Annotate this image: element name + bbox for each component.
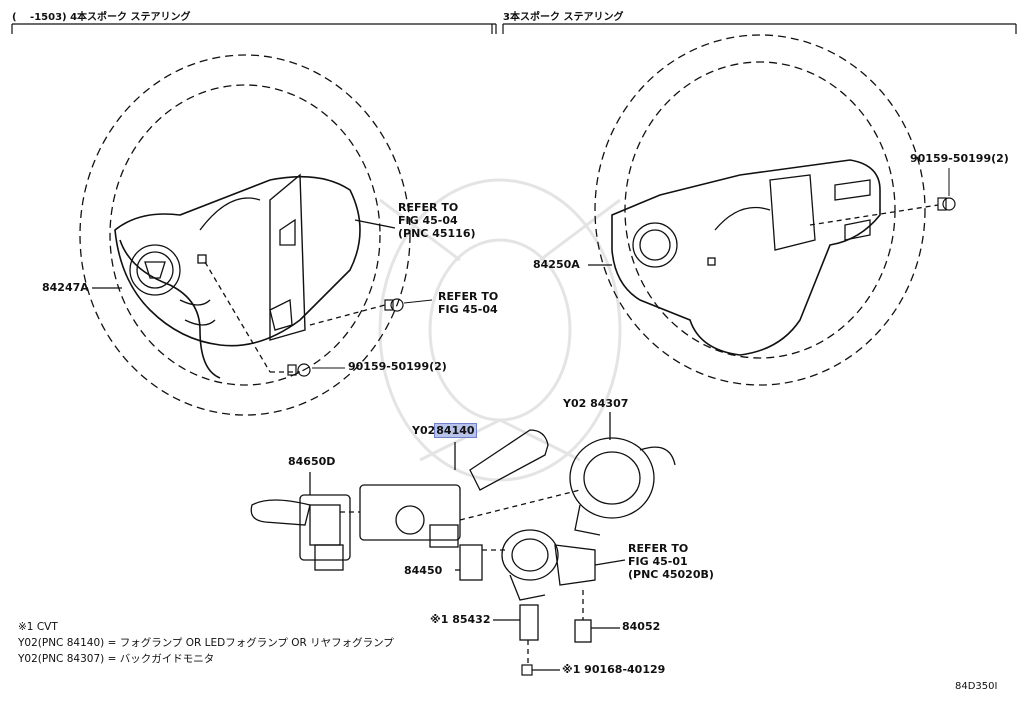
refer-line-3: (PNC 45020B) bbox=[628, 568, 714, 581]
section-bracket-left bbox=[11, 23, 497, 34]
right-steering-wheel bbox=[588, 34, 939, 386]
refer-line-2: FIG 45-04 bbox=[398, 214, 458, 227]
part-label-84140[interactable]: Y0284140 bbox=[412, 423, 477, 438]
refer-line-2: FIG 45-04 bbox=[438, 303, 498, 316]
figure-id: 84D350I bbox=[955, 681, 998, 692]
part-label-85432-number[interactable]: 85432 bbox=[452, 613, 491, 626]
headlamp-switch-lever bbox=[340, 429, 581, 548]
watermark-emblem bbox=[378, 178, 622, 482]
part-label-85432[interactable]: ※1 85432 bbox=[430, 614, 490, 626]
refer-to-fig-45-01[interactable]: REFER TO FIG 45-01 (PNC 45020B) bbox=[628, 542, 714, 581]
part-label-90159-right[interactable]: 90159-50199(2) bbox=[910, 152, 1009, 165]
part-label-84140-number[interactable]: 84140 bbox=[434, 423, 477, 438]
refer-to-fig-45-04-pnc-45116[interactable]: REFER TO FIG 45-04 (PNC 45116) bbox=[398, 201, 476, 240]
wiper-switch-lever bbox=[250, 472, 351, 571]
refer-line-1: REFER TO bbox=[438, 290, 499, 303]
note-cvt: ※1 CVT bbox=[18, 621, 58, 633]
part-label-84247A[interactable]: 84247A bbox=[42, 281, 89, 294]
left-steering-wheel bbox=[79, 54, 411, 416]
part-label-84052[interactable]: 84052 bbox=[622, 620, 661, 633]
part-label-84307[interactable]: Y02 84307 bbox=[563, 397, 629, 410]
part-84052 bbox=[574, 590, 620, 643]
spiral-cable bbox=[569, 412, 676, 536]
refer-line-2: FIG 45-01 bbox=[628, 555, 688, 568]
note-y02-84140: Y02(PNC 84140) = フォグランプ OR LEDフォグランプ OR … bbox=[18, 637, 394, 649]
switch-84450 bbox=[455, 544, 505, 581]
part-label-84450[interactable]: 84450 bbox=[404, 564, 443, 577]
bolt-icon bbox=[937, 197, 956, 211]
steering-column-housing bbox=[501, 529, 626, 601]
part-label-85432-mark: ※1 bbox=[430, 613, 449, 626]
note-y02-84307: Y02(PNC 84307) = バックガイドモニタ bbox=[18, 653, 215, 665]
refer-to-fig-45-04[interactable]: REFER TO FIG 45-04 bbox=[438, 290, 498, 316]
refer-line-3: (PNC 45116) bbox=[398, 227, 476, 240]
section-header-left: ( -1503) 4本スポーク ステアリング bbox=[12, 12, 191, 23]
refer-line-1: REFER TO bbox=[628, 542, 689, 555]
refer-line-1: REFER TO bbox=[398, 201, 459, 214]
part-label-90168[interactable]: ※1 90168-40129 bbox=[562, 663, 666, 676]
part-label-84650D[interactable]: 84650D bbox=[288, 455, 336, 468]
screw-icon bbox=[521, 664, 560, 676]
part-label-90159-left[interactable]: 90159-50199(2) bbox=[348, 360, 447, 373]
part-label-84140-prefix: Y02 bbox=[412, 424, 436, 437]
section-bracket-right bbox=[502, 23, 1017, 34]
bolt-icon bbox=[287, 298, 404, 377]
switch-85432 bbox=[493, 604, 539, 665]
part-label-84250A[interactable]: 84250A bbox=[533, 258, 580, 271]
section-header-right: 3本スポーク ステアリング bbox=[503, 12, 624, 23]
